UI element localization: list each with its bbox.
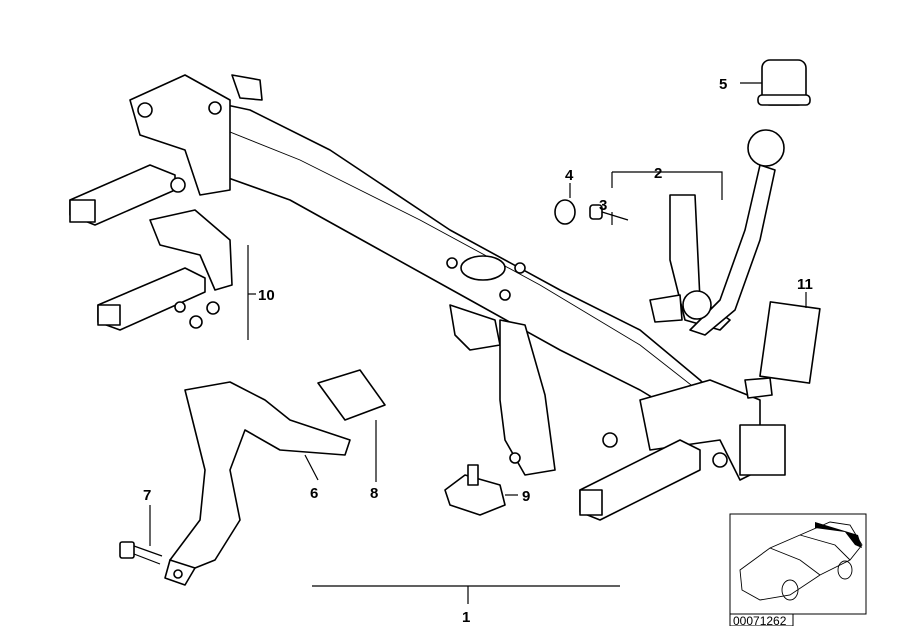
part-3-4: [554, 199, 629, 225]
crossmember-beam: [179, 94, 721, 421]
part-5-cap: [757, 59, 811, 106]
part-10-bracket: [97, 209, 233, 331]
right-bracket: [579, 377, 786, 521]
reference-code-box: [729, 613, 794, 626]
center-bracket: [449, 304, 556, 476]
callout-1: 1: [462, 609, 470, 626]
callout-7: 7: [143, 487, 151, 504]
callout-6: 6: [310, 485, 318, 502]
vehicle-location-thumbnail: [729, 513, 867, 615]
callout-2: 2: [654, 165, 662, 182]
callout-10: 10: [258, 287, 275, 304]
part-7-bolt: [119, 541, 163, 565]
leader-lines: [149, 82, 807, 604]
callout-5: 5: [719, 76, 727, 93]
callout-9: 9: [522, 488, 530, 505]
callout-8: 8: [370, 485, 378, 502]
part-8-sticker: [317, 369, 386, 421]
callout-3: 3: [599, 197, 607, 214]
callout-4: 4: [565, 167, 574, 184]
left-bracket: [69, 74, 263, 226]
callout-11: 11: [797, 276, 813, 293]
part-11-plate: [759, 301, 821, 384]
part-2-ball-neck: [649, 129, 785, 336]
part-6-socket-bracket: [164, 381, 351, 586]
reference-code: 00071262: [733, 614, 787, 626]
part-9-clip: [444, 464, 506, 516]
